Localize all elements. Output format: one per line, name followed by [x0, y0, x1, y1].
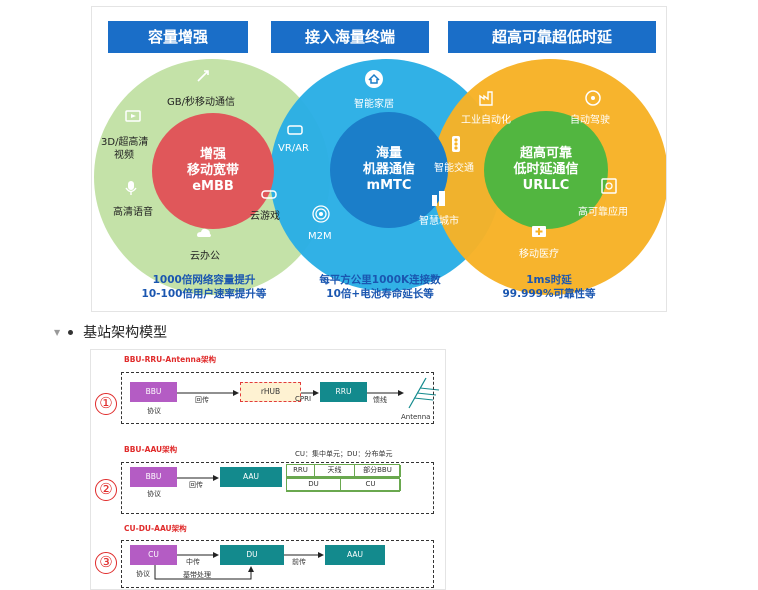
midhaul-label: 中传 — [186, 558, 200, 566]
urllc-center: 超高可靠 低时延通信 URLLC — [484, 111, 608, 229]
city-icon — [432, 191, 445, 206]
urllc-item-mobile-medical: 移动医疗 — [519, 249, 559, 260]
factory-icon — [479, 91, 493, 106]
protocol-label: 协议 — [136, 570, 150, 578]
header-low-latency: 超高可靠超低时延 — [448, 21, 656, 53]
mmtc-center: 海量 机器通信 mMTC — [330, 112, 448, 228]
urllc-item-autonomous-driving: 自动驾驶 — [570, 115, 610, 126]
aau-du-cu-table: DU CU — [286, 478, 401, 492]
video-icon — [125, 110, 141, 122]
aau-node: AAU — [325, 545, 385, 565]
protocol-label: 协议 — [147, 490, 161, 498]
urllc-footer-line1: 1ms时延 — [526, 274, 572, 286]
section3-title: CU-DU-AAU架构 — [124, 524, 187, 533]
urllc-center-line2: 低时延通信 — [513, 162, 579, 177]
mmtc-footer-line1: 每平方公里1000K连接数 — [319, 274, 441, 286]
du-node: DU — [220, 545, 284, 565]
rru-node: RRU — [320, 382, 367, 402]
header-capacity: 容量增强 — [108, 21, 248, 53]
antenna-icon — [408, 377, 440, 409]
bullet-dot-icon — [68, 329, 74, 335]
urllc-center-line1: 超高可靠 — [519, 146, 572, 161]
wireless-icon — [312, 205, 330, 223]
urllc-item-smart-traffic: 智能交通 — [434, 163, 474, 174]
mmtc-center-line1: 海量 — [375, 146, 402, 161]
backhaul-label: 回传 — [195, 396, 209, 404]
embb-footer-line2: 10-100倍用户速率提升等 — [141, 288, 267, 300]
embb-item-3d: 3D/超高清 — [101, 137, 149, 148]
mmtc-item-smart-city: 智慧城市 — [419, 216, 459, 227]
vr-headset-icon — [287, 125, 303, 135]
collapse-triangle-icon[interactable]: ▼ — [54, 327, 61, 337]
embb-center-line1: 增强 — [199, 147, 226, 162]
mmtc-item-vr-ar: VR/AR — [278, 143, 309, 154]
protocol-label: 协议 — [147, 407, 161, 415]
embb-item-cloud-gaming: 云游戏 — [250, 211, 280, 222]
aau-composition-table: RRU 天线 部分BBU — [286, 464, 401, 478]
table-cell-antenna: 天线 — [315, 465, 355, 477]
urllc-item-high-reliability: 高可靠应用 — [578, 207, 628, 218]
mmtc-item-smart-home: 智能家居 — [354, 99, 394, 110]
gamepad-icon — [261, 190, 277, 199]
embb-footer: 1000倍网络容量提升 10-100倍用户速率提升等 — [114, 273, 294, 301]
section1-number: ① — [95, 393, 117, 415]
mmtc-center-line3: mMTC — [366, 178, 412, 193]
section1-box — [121, 372, 434, 424]
architecture-figure: BBU-RRU-Antenna架构 ① BBU 协议 回传 rHUB CPRI … — [90, 349, 446, 590]
embb-center-line3: eMBB — [192, 179, 234, 194]
embb-item-cloud-office: 云办公 — [190, 251, 220, 262]
urllc-footer-line2: 99.999%可靠性等 — [502, 288, 596, 300]
urllc-center-line3: URLLC — [522, 178, 570, 193]
embb-center: 增强 移动宽带 eMBB — [152, 113, 274, 229]
table-cell-rru: RRU — [287, 465, 315, 477]
cloud-office-icon — [197, 228, 211, 237]
backhaul-label: 回传 — [189, 481, 203, 489]
table-cell-cu: CU — [341, 479, 401, 491]
antenna-label: Antenna — [401, 413, 431, 421]
section2-box — [121, 462, 434, 514]
baseband-label: 基带处理 — [183, 571, 211, 579]
cu-du-note: CU：集中单元；DU：分布单元 — [295, 450, 393, 458]
embb-item-voice: 高清语音 — [113, 207, 153, 218]
embb-center-line2: 移动宽带 — [186, 163, 239, 178]
medical-kit-icon — [532, 226, 546, 237]
aau-node: AAU — [220, 467, 282, 487]
embb-item-video: 视频 — [114, 150, 134, 161]
section3-box — [121, 540, 434, 588]
architecture-arrows — [154, 377, 440, 580]
urllc-footer: 1ms时延 99.999%可靠性等 — [474, 273, 624, 301]
mmtc-footer: 每平方公里1000K连接数 10倍+电池寿命延长等 — [288, 273, 472, 301]
feeder-label: 馈线 — [373, 396, 387, 404]
section1-title: BBU-RRU-Antenna架构 — [124, 355, 216, 364]
steering-wheel-icon — [585, 90, 601, 106]
table-cell-partial-bbu: 部分BBU — [355, 465, 401, 477]
rhub-node: rHUB — [240, 382, 301, 402]
rocket-icon — [197, 70, 209, 82]
embb-item-gbps: GB/秒移动通信 — [167, 97, 235, 108]
bullet-text: 基站架构模型 — [83, 325, 168, 341]
fronthaul-label: 前传 — [292, 558, 306, 566]
embb-footer-line1: 1000倍网络容量提升 — [152, 274, 256, 286]
traffic-light-icon — [452, 136, 460, 152]
urllc-item-industrial: 工业自动化 — [461, 115, 511, 126]
section2-number: ② — [95, 479, 117, 501]
5g-scenarios-figure: 容量增强 接入海量终端 超高可靠超低时延 增强 移动宽带 eMBB 海量 机器通… — [91, 6, 667, 312]
microphone-icon — [125, 181, 137, 195]
safe-icon — [601, 178, 617, 194]
smart-home-icon — [365, 70, 383, 88]
mmtc-footer-line2: 10倍+电池寿命延长等 — [326, 288, 434, 300]
header-massive-access: 接入海量终端 — [271, 21, 429, 53]
cu-node: CU — [130, 545, 177, 565]
cpri-label: CPRI — [295, 395, 312, 403]
table-cell-du: DU — [287, 479, 341, 491]
bbu-node: BBU — [130, 382, 177, 402]
section2-title: BBU-AAU架构 — [124, 445, 178, 454]
mmtc-item-m2m: M2M — [308, 231, 332, 242]
mmtc-center-line2: 机器通信 — [362, 162, 415, 177]
bbu-node: BBU — [130, 467, 177, 487]
bullet-item[interactable]: ▼ 基站架构模型 — [54, 321, 167, 343]
section3-number: ③ — [95, 552, 117, 574]
